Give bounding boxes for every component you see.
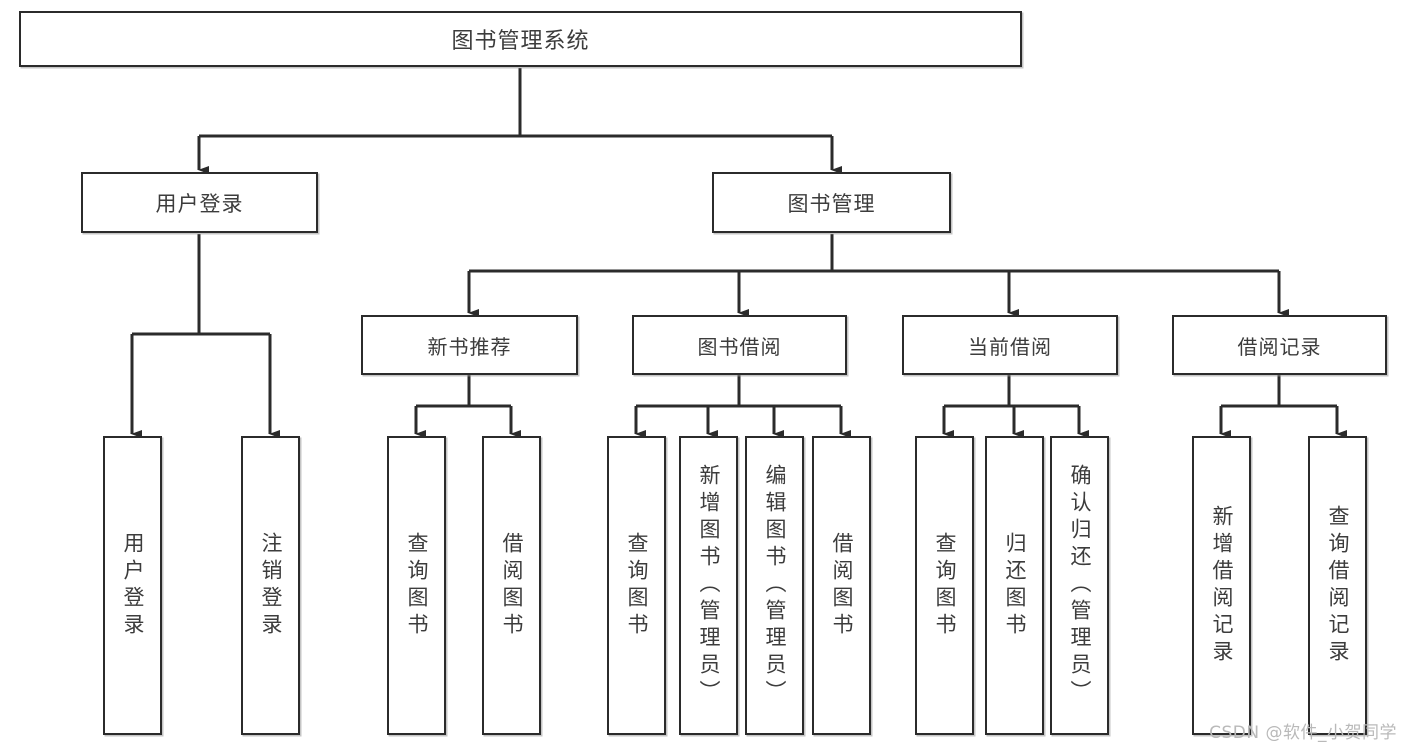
leaf-book-borrow-add-label: 新增图书（管理员） bbox=[697, 464, 721, 707]
leaf-user-login-login-label: 用户登录 bbox=[121, 531, 145, 640]
leaf-book-borrow-query[interactable]: 查询图书 bbox=[607, 436, 666, 735]
leaf-book-borrow-borrow[interactable]: 借阅图书 bbox=[812, 436, 871, 735]
node-borrow-record-label: 借阅记录 bbox=[1237, 334, 1322, 359]
leaf-book-borrow-add[interactable]: 新增图书（管理员） bbox=[679, 436, 738, 735]
leaf-current-borrow-confirm-return[interactable]: 确认归还（管理员） bbox=[1050, 436, 1109, 735]
leaf-user-login-logout-label: 注销登录 bbox=[259, 531, 283, 640]
leaf-new-book-borrow-label: 借阅图书 bbox=[500, 531, 524, 640]
leaf-borrow-record-query[interactable]: 查询借阅记录 bbox=[1308, 436, 1367, 735]
leaf-current-borrow-confirm-return-label: 确认归还（管理员） bbox=[1068, 464, 1092, 707]
leaf-current-borrow-query-label: 查询图书 bbox=[933, 531, 957, 640]
leaf-book-borrow-edit-label: 编辑图书（管理员） bbox=[763, 464, 787, 707]
node-borrow-record[interactable]: 借阅记录 bbox=[1172, 315, 1387, 375]
leaf-new-book-query-label: 查询图书 bbox=[405, 531, 429, 640]
node-book-borrow[interactable]: 图书借阅 bbox=[632, 315, 847, 375]
leaf-book-borrow-edit[interactable]: 编辑图书（管理员） bbox=[745, 436, 804, 735]
node-book-management-label: 图书管理 bbox=[787, 191, 876, 216]
leaf-borrow-record-query-label: 查询借阅记录 bbox=[1326, 504, 1350, 667]
leaf-borrow-record-add-label: 新增借阅记录 bbox=[1210, 504, 1234, 667]
leaf-borrow-record-add[interactable]: 新增借阅记录 bbox=[1192, 436, 1251, 735]
leaf-new-book-borrow[interactable]: 借阅图书 bbox=[482, 436, 541, 735]
leaf-current-borrow-return-label: 归还图书 bbox=[1003, 531, 1027, 640]
node-book-management[interactable]: 图书管理 bbox=[712, 172, 951, 233]
leaf-user-login-logout[interactable]: 注销登录 bbox=[241, 436, 300, 735]
leaf-user-login-login[interactable]: 用户登录 bbox=[103, 436, 162, 735]
leaf-book-borrow-query-label: 查询图书 bbox=[625, 531, 649, 640]
node-user-login-label: 用户登录 bbox=[155, 191, 244, 216]
node-root-system[interactable]: 图书管理系统 bbox=[19, 11, 1022, 67]
node-current-borrow-label: 当前借阅 bbox=[968, 334, 1052, 359]
leaf-current-borrow-return[interactable]: 归还图书 bbox=[985, 436, 1044, 735]
node-new-book-recommend-label: 新书推荐 bbox=[427, 334, 512, 359]
node-book-borrow-label: 图书借阅 bbox=[697, 334, 782, 359]
leaf-book-borrow-borrow-label: 借阅图书 bbox=[830, 531, 854, 640]
leaf-current-borrow-query[interactable]: 查询图书 bbox=[915, 436, 974, 735]
leaf-new-book-query[interactable]: 查询图书 bbox=[387, 436, 446, 735]
node-new-book-recommend[interactable]: 新书推荐 bbox=[361, 315, 578, 375]
node-current-borrow[interactable]: 当前借阅 bbox=[902, 315, 1118, 375]
node-user-login[interactable]: 用户登录 bbox=[81, 172, 318, 233]
node-root-system-label: 图书管理系统 bbox=[451, 29, 590, 54]
